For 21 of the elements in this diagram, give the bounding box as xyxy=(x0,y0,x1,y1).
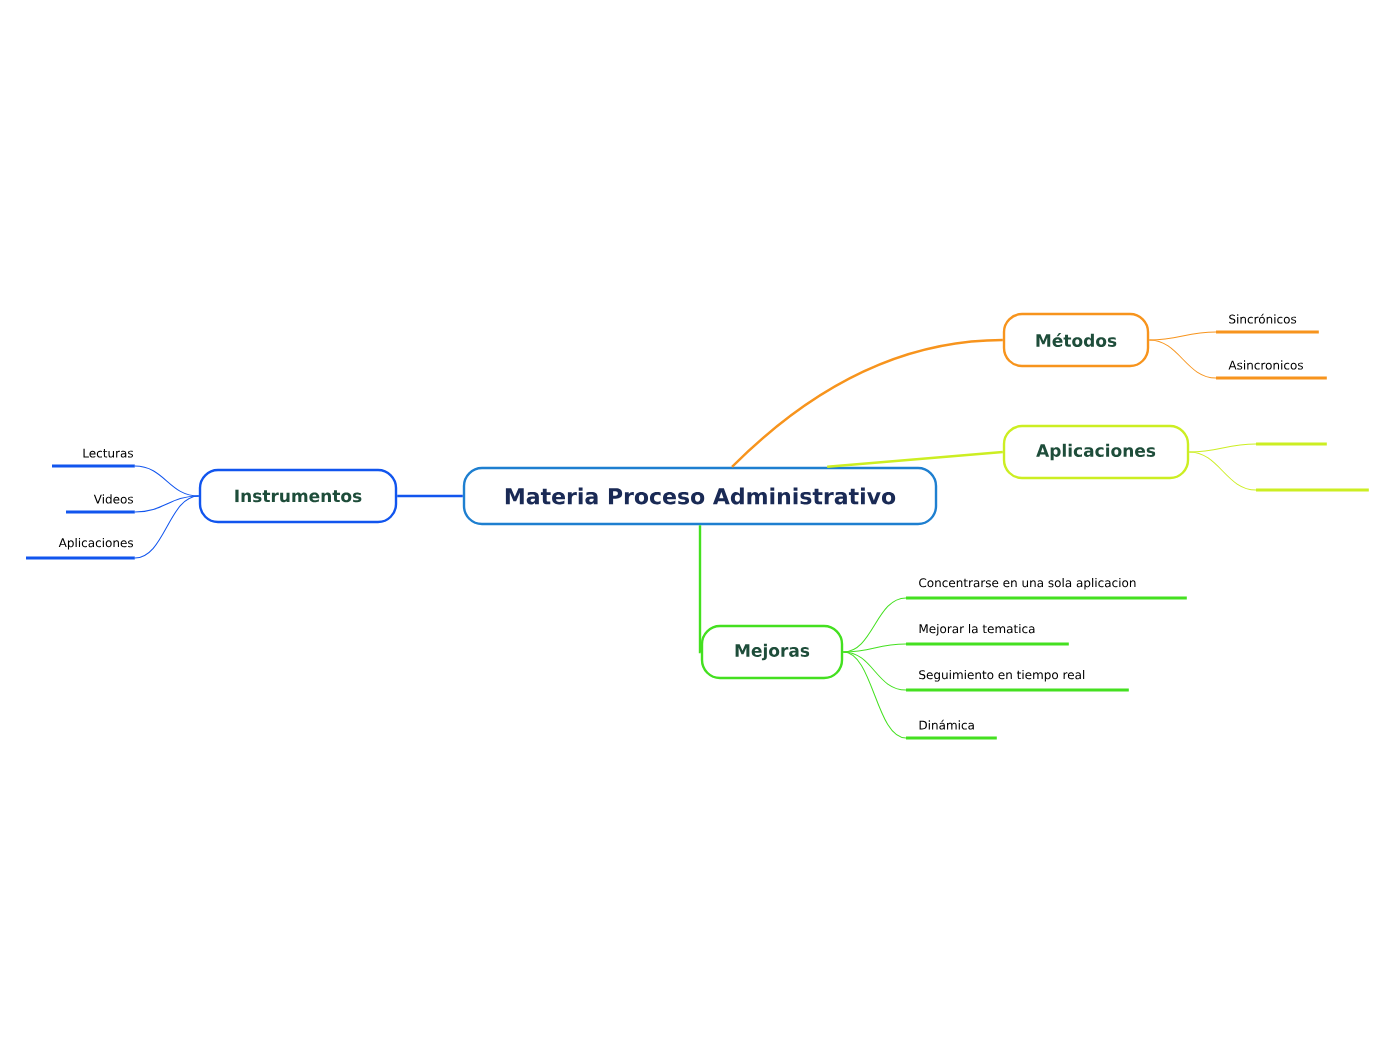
topic-box: Aplicaciones xyxy=(1002,424,1190,480)
branch-line xyxy=(842,651,907,691)
branch-line xyxy=(134,465,200,497)
branch-line xyxy=(698,525,702,654)
topic-box: Instrumentos xyxy=(198,468,398,524)
branch-line xyxy=(1188,443,1257,453)
branch-line xyxy=(1148,339,1217,379)
subtopic-line xyxy=(1256,488,1369,492)
branch-line xyxy=(134,495,200,559)
branch-line xyxy=(842,643,907,653)
branch-line xyxy=(731,338,1003,468)
branch-line xyxy=(134,495,200,513)
branch-line xyxy=(827,450,1003,468)
branch-line xyxy=(1188,451,1257,491)
subtopic-line xyxy=(1256,442,1327,446)
central-topic-box: Materia Proceso Administrativo xyxy=(462,466,938,526)
branch-line xyxy=(397,494,463,498)
topic-box: Mejoras xyxy=(700,624,844,680)
topic-box: Métodos xyxy=(1002,312,1150,368)
branch-line xyxy=(1148,331,1217,341)
branch-line xyxy=(842,651,907,739)
